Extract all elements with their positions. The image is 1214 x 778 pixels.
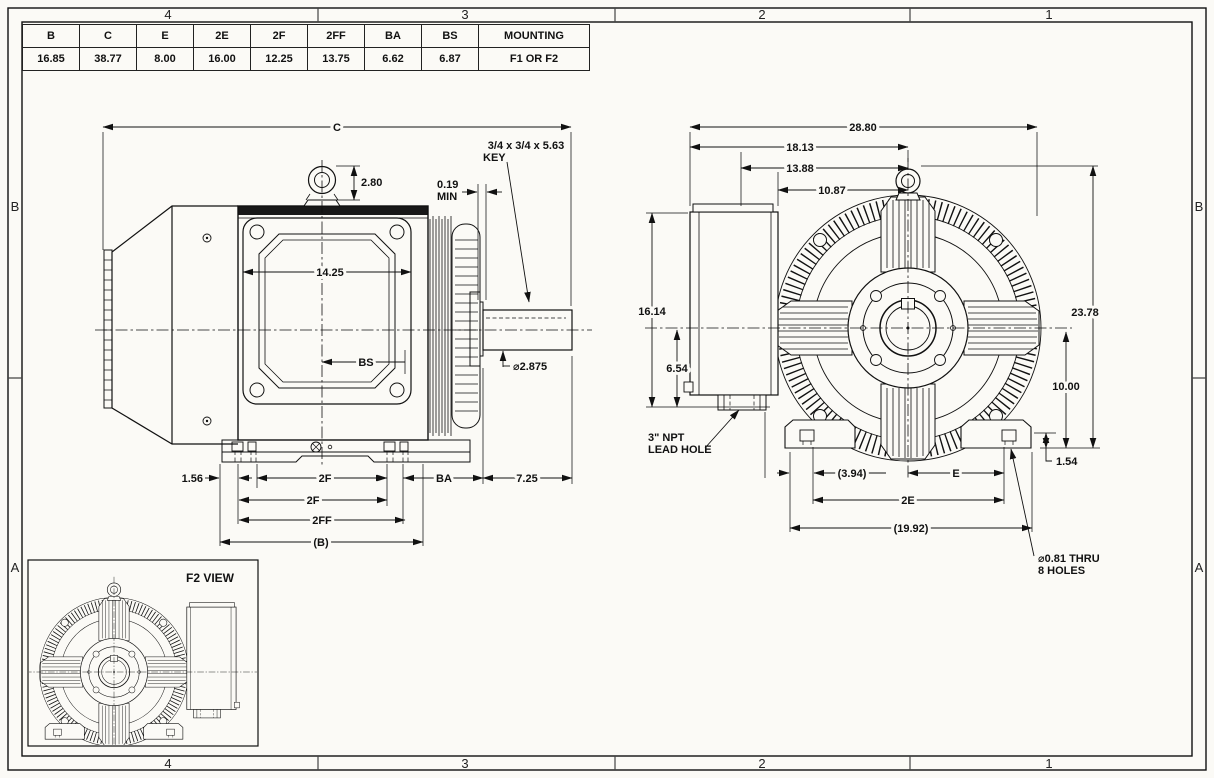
- side-view-dimensions: C 2.80 0.19 MIN 3/4 x 3/4 x 5.63 KEY 14.…: [102, 119, 573, 552]
- dimension-table: B C E 2E 2F 2FF BA BS MOUNTING 16.85 38.…: [22, 24, 590, 71]
- zone-top-2: 2: [758, 7, 765, 22]
- dim-b: (B): [313, 537, 329, 549]
- dim-14-25: 14.25: [316, 267, 344, 279]
- zone-bottom-4: 4: [164, 756, 171, 771]
- table-header-cell: BA: [364, 24, 422, 48]
- dim-2ff: 2FF: [312, 515, 332, 527]
- table-value-cell: 16.85: [22, 47, 80, 71]
- dim-10-00: 10.00: [1052, 381, 1080, 393]
- dim-2f-lower: 2F: [307, 495, 320, 507]
- zone-bottom-3: 3: [461, 756, 468, 771]
- dim-7-25: 7.25: [516, 473, 537, 485]
- dim-6-54: 6.54: [666, 363, 688, 375]
- dim-ba: BA: [436, 473, 452, 485]
- table-header-cell: E: [136, 24, 194, 48]
- dim-3-94: (3.94): [838, 468, 867, 480]
- dim-1-54: 1.54: [1056, 456, 1078, 468]
- npt-note-line2: LEAD HOLE: [648, 444, 712, 456]
- table-value-cell: 6.62: [364, 47, 422, 71]
- dim-23-78: 23.78: [1071, 307, 1099, 319]
- f2-inset: F2 VIEW: [27, 559, 259, 747]
- dim-19-92: (19.92): [894, 523, 929, 535]
- zone-top-4: 4: [164, 7, 171, 22]
- table-value-cell: 16.00: [193, 47, 251, 71]
- table-value-cell: F1 OR F2: [478, 47, 590, 71]
- table-header-row: B C E 2E 2F 2FF BA BS MOUNTING: [22, 24, 590, 48]
- zone-left-a: A: [11, 560, 20, 575]
- table-header-cell: 2E: [193, 24, 251, 48]
- dim-c: C: [333, 122, 341, 134]
- table-value-cell: 38.77: [79, 47, 137, 71]
- dim-10-87: 10.87: [818, 185, 846, 197]
- dim-2f-upper: 2F: [319, 473, 332, 485]
- front-view: [645, 158, 1072, 478]
- key-note: 3/4 x 3/4 x 5.63: [488, 140, 564, 152]
- table-value-cell: 13.75: [307, 47, 365, 71]
- dim-2e: 2E: [901, 495, 914, 507]
- side-view: [95, 160, 592, 467]
- table-header-cell: B: [22, 24, 80, 48]
- dim-1-56: 1.56: [182, 473, 203, 485]
- zone-right-a: A: [1195, 560, 1204, 575]
- npt-note-line1: 3" NPT: [648, 432, 685, 444]
- dim-bs: BS: [358, 357, 373, 369]
- table-value-cell: 6.87: [421, 47, 479, 71]
- zone-top-1: 1: [1045, 7, 1052, 22]
- dim-e: E: [952, 468, 959, 480]
- table-value-row: 16.85 38.77 8.00 16.00 12.25 13.75 6.62 …: [22, 47, 590, 71]
- dim-13-88: 13.88: [786, 163, 814, 175]
- table-value-cell: 8.00: [136, 47, 194, 71]
- holes-note-line1: ⌀0.81 THRU: [1038, 553, 1100, 565]
- table-header-cell: MOUNTING: [478, 24, 590, 48]
- dim-0-19: 0.19: [437, 179, 458, 191]
- front-view-dimensions: 28.80 18.13 13.88 10.87 23.78 10.00 1.54…: [635, 119, 1102, 580]
- holes-note-line2: 8 HOLES: [1038, 565, 1085, 577]
- dim-shaft-dia: ⌀2.875: [513, 361, 547, 373]
- zone-bottom-2: 2: [758, 756, 765, 771]
- sheet-border: 4 3 2 1 4 3 2 1 B A B A: [7, 7, 1207, 771]
- zone-bottom-1: 1: [1045, 756, 1052, 771]
- dim-28-80: 28.80: [849, 122, 877, 134]
- zone-left-b: B: [11, 199, 20, 214]
- zone-top-3: 3: [461, 7, 468, 22]
- dim-2-80: 2.80: [361, 177, 382, 189]
- table-header-cell: C: [79, 24, 137, 48]
- table-header-cell: 2F: [250, 24, 308, 48]
- dim-0-19-min: MIN: [437, 191, 457, 203]
- dim-18-13: 18.13: [786, 142, 814, 154]
- table-header-cell: 2FF: [307, 24, 365, 48]
- table-value-cell: 12.25: [250, 47, 308, 71]
- zone-right-b: B: [1195, 199, 1204, 214]
- dim-16-14: 16.14: [638, 306, 666, 318]
- table-header-cell: BS: [421, 24, 479, 48]
- inset-title: F2 VIEW: [186, 571, 235, 585]
- key-label: KEY: [483, 152, 506, 164]
